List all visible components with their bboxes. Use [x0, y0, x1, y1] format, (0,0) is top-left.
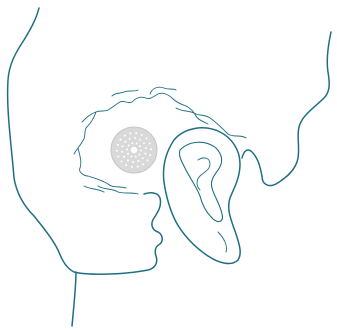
implant-disc-hole — [129, 138, 131, 140]
implant-disc-hole — [117, 144, 119, 146]
implant-disc-hole — [147, 159, 149, 161]
implant-disc-hole — [131, 166, 133, 168]
implant-disc-hole — [134, 137, 136, 139]
implant-disc-hole — [121, 151, 123, 153]
implant-disc-hole — [143, 142, 145, 144]
implant-disc — [111, 127, 157, 173]
implant-disc-hole — [141, 134, 143, 136]
implant-disc-hole — [119, 139, 121, 141]
implant-disc-hole — [127, 159, 129, 161]
implant-disc-hole — [142, 163, 144, 165]
hair-strands — [74, 87, 246, 194]
implant-disc-hole — [117, 156, 119, 158]
implant-disc-hole — [136, 143, 138, 145]
ear-antihelix — [179, 142, 222, 221]
implant-disc-hole — [137, 166, 139, 168]
implant-disc-hole — [120, 161, 122, 163]
implant-disc-hole — [126, 148, 128, 150]
back-of-head-line — [242, 32, 331, 186]
implant-disc-hole — [127, 153, 129, 155]
implant-disc-hole — [124, 141, 126, 143]
implant-disc-hole — [138, 154, 140, 156]
implant-disc-hole — [123, 156, 125, 158]
implant-disc-hole — [122, 145, 124, 147]
implant-disc-hole — [132, 161, 134, 163]
implant-disc-hole — [135, 156, 137, 158]
implant-disc-hole — [142, 157, 144, 159]
neck-line — [72, 272, 76, 326]
implant-disc-hole — [125, 164, 127, 166]
implant-disc-hole — [124, 135, 126, 137]
implant-disc-hole — [150, 148, 152, 150]
ear-lobe-line — [218, 232, 227, 252]
implant-disc-hole — [140, 150, 142, 152]
implant-disc-hole — [149, 154, 151, 156]
implant-disc-hole — [149, 142, 151, 144]
implant-disc-hole — [146, 137, 148, 139]
implant-disc-hole — [145, 147, 147, 149]
implant-disc-hole — [144, 153, 146, 155]
implant-disc-hole — [128, 144, 130, 146]
implant-disc-hole — [135, 132, 137, 134]
ear-helix — [163, 128, 240, 264]
implant-disc-hole — [129, 132, 131, 134]
implant-disc-hole — [116, 150, 118, 152]
implant-disc-hole — [139, 145, 141, 147]
implant-disc-hole — [131, 142, 133, 144]
ear-concha — [197, 158, 210, 190]
implant-disc-hole — [137, 160, 139, 162]
implant-disc-hole — [131, 147, 137, 153]
implant-disc-hole — [130, 155, 132, 157]
implant-disc-hole — [139, 139, 141, 141]
